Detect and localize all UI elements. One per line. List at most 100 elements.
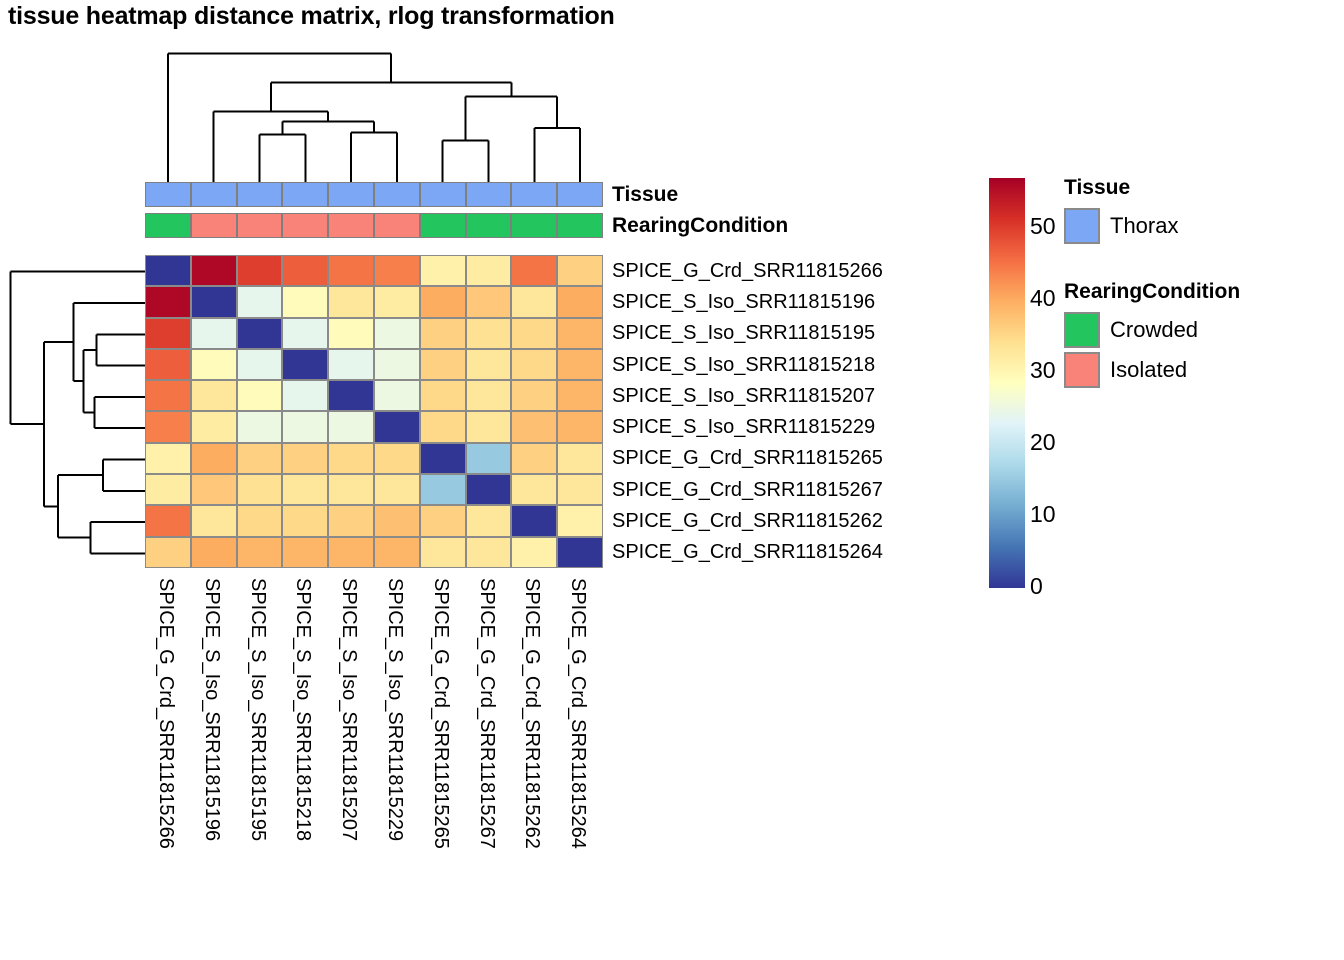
heatmap-cell: [282, 474, 329, 506]
heatmap-cell: [328, 505, 374, 537]
rearing-annotation-cell: [145, 213, 191, 238]
heatmap-cell: [557, 286, 603, 318]
colorbar-tick-label: 0: [1030, 573, 1043, 599]
heatmap-cell: [145, 380, 191, 412]
heatmap-cell: [190, 536, 237, 568]
legend-rearing-swatch: [1064, 312, 1100, 348]
heatmap-cell: [282, 380, 329, 412]
heatmap-cell: [145, 474, 191, 506]
heatmap-cell: [190, 255, 237, 287]
heatmap-cell: [145, 255, 191, 287]
heatmap-cell: [465, 286, 512, 318]
heatmap-cell: [373, 474, 420, 506]
column-label-list: SPICE_G_Crd_SRR11815266 SPICE_S_Iso_SRR11…: [145, 578, 603, 958]
annotation-bar-tissue: [145, 182, 603, 207]
heatmap-cell: [419, 411, 466, 443]
rearing-annotation-cell: [328, 213, 374, 238]
rearing-annotation-cell: [236, 213, 283, 238]
heatmap-cell: [328, 255, 374, 287]
heatmap-cell: [373, 255, 420, 287]
heatmap-grid: [145, 255, 603, 568]
tissue-annotation-cell: [373, 182, 420, 207]
heatmap-cell: [419, 317, 466, 349]
heatmap-cell: [328, 286, 374, 318]
row-label: SPICE_S_Iso_SRR11815207: [612, 384, 876, 407]
heatmap-cell: [282, 505, 329, 537]
heatmap-cell: [511, 317, 558, 349]
row-dendrogram: [9, 270, 145, 555]
heatmap-cell: [465, 442, 512, 475]
heatmap-cell: [190, 474, 237, 506]
heatmap-cell: [190, 286, 237, 318]
heatmap-cell: [373, 505, 420, 537]
colorbar: [989, 178, 1025, 588]
heatmap-cell: [236, 411, 283, 443]
tissue-annotation-cell: [557, 182, 603, 207]
tissue-annotation-cell: [465, 182, 512, 207]
column-label: SPICE_S_Iso_SRR11815196: [200, 578, 223, 842]
heatmap-cell: [236, 505, 283, 537]
rearing-annotation-cell: [557, 213, 603, 238]
heatmap-cell: [282, 348, 329, 381]
row-label: SPICE_S_Iso_SRR11815196: [612, 290, 876, 313]
heatmap-cell: [282, 442, 329, 475]
heatmap-cell: [328, 442, 374, 475]
tissue-annotation-cell: [236, 182, 283, 207]
rearing-annotation-cell: [419, 213, 466, 238]
heatmap-cell: [465, 255, 512, 287]
heatmap-cell: [328, 348, 374, 381]
heatmap-cell: [511, 286, 558, 318]
heatmap-cell: [465, 348, 512, 381]
colorbar-tick-label: 30: [1030, 357, 1056, 384]
heatmap-cell: [236, 474, 283, 506]
tissue-annotation-cell: [419, 182, 466, 207]
heatmap-cell: [373, 348, 420, 381]
heatmap-cell: [328, 380, 374, 412]
heatmap-cell: [465, 411, 512, 443]
heatmap-cell: [557, 255, 603, 287]
heatmap-cell: [419, 474, 466, 506]
heatmap-cell: [145, 505, 191, 537]
heatmap-cell: [190, 348, 237, 381]
heatmap-cell: [190, 411, 237, 443]
heatmap-cell: [236, 536, 283, 568]
heatmap-cell: [465, 536, 512, 568]
heatmap-cell: [145, 536, 191, 568]
heatmap-cell: [373, 411, 420, 443]
heatmap-cell: [236, 255, 283, 287]
legend-title-rearing: RearingCondition: [1064, 280, 1241, 303]
column-label: SPICE_S_Iso_SRR11815229: [383, 578, 406, 842]
legend-rearing-swatch: [1064, 352, 1100, 388]
column-label: SPICE_S_Iso_SRR11815218: [292, 578, 315, 842]
heatmap-cell: [511, 380, 558, 412]
row-label: SPICE_G_Crd_SRR11815265: [612, 447, 883, 470]
heatmap-cell: [419, 536, 466, 568]
row-label: SPICE_S_Iso_SRR11815218: [612, 353, 876, 376]
heatmap-cell: [236, 348, 283, 381]
heatmap-cell: [328, 317, 374, 349]
heatmap-cell: [511, 505, 558, 537]
tissue-annotation-cell: [328, 182, 374, 207]
heatmap-cell: [328, 474, 374, 506]
heatmap-cell: [373, 380, 420, 412]
heatmap-cell: [236, 380, 283, 412]
heatmap-cell: [557, 442, 603, 475]
rearing-annotation-cell: [282, 213, 329, 238]
legend-rearing-label: Crowded: [1110, 317, 1199, 342]
heatmap-cell: [236, 317, 283, 349]
column-label: SPICE_G_Crd_SRR11815266: [154, 578, 177, 849]
rearing-annotation-cell: [190, 213, 237, 238]
column-label: SPICE_G_Crd_SRR11815267: [475, 578, 498, 849]
colorbar-gradient: [989, 178, 1025, 588]
heatmap-cell: [419, 505, 466, 537]
heatmap-cell: [557, 474, 603, 506]
heatmap-cell: [557, 536, 603, 568]
tissue-annotation-cell: [190, 182, 237, 207]
column-label: SPICE_G_Crd_SRR11815265: [429, 578, 452, 849]
column-dendrogram: [166, 52, 582, 182]
heatmap-cell: [145, 286, 191, 318]
